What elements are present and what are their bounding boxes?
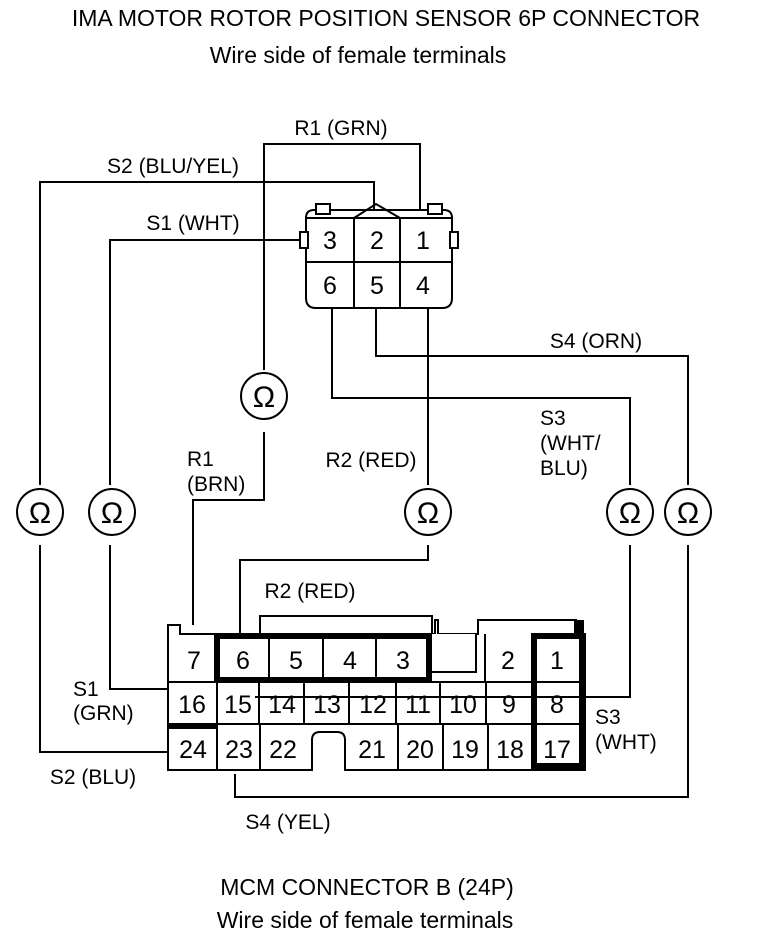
ohmmeter-r2-icon: Ω — [404, 488, 452, 536]
svg-text:Ω: Ω — [417, 497, 439, 530]
mcm-pin-24: 24 — [179, 736, 207, 764]
top-connector-subtitle: Wire side of female terminals — [210, 42, 507, 68]
mcm-pin-22: 22 — [269, 736, 297, 764]
mcm-pin-17: 17 — [543, 736, 571, 764]
mcm-pin-21: 21 — [358, 736, 386, 764]
sensor-pin-6: 6 — [323, 272, 337, 300]
label-s3-wht-blu-line1: S3 — [540, 407, 566, 430]
mcm-pin-6: 6 — [236, 647, 250, 675]
svg-text:Ω: Ω — [29, 497, 51, 530]
mcm-pin-9: 9 — [502, 691, 516, 719]
ohmmeter-s2-icon: Ω — [16, 488, 64, 536]
wire-r2-red-low — [239, 545, 429, 638]
label-s1-wht: S1 (WHT) — [146, 212, 239, 235]
svg-text:Ω: Ω — [253, 381, 275, 414]
bottom-connector-subtitle: Wire side of female terminals — [217, 907, 514, 933]
svg-text:Ω: Ω — [677, 497, 699, 530]
mcm-pin-14: 14 — [268, 691, 296, 719]
mcm-pin-23: 23 — [225, 736, 253, 764]
mcm-pin-4: 4 — [343, 647, 357, 675]
sensor-pin-3: 3 — [323, 227, 337, 255]
label-r2-red-bottom: R2 (RED) — [264, 580, 355, 603]
sensor-6p-connector: 3 2 1 6 5 4 — [299, 202, 459, 309]
label-s1-grn-line1: S1 — [73, 678, 99, 701]
mcm-pin-13: 13 — [313, 691, 341, 719]
sensor-pin-1: 1 — [416, 227, 430, 255]
mcm-pin-5: 5 — [289, 647, 303, 675]
mcm-pin-2: 2 — [501, 647, 515, 675]
wire-s4-yel — [234, 545, 689, 798]
wire-s1-wht — [109, 239, 300, 485]
label-s3-wht-blu-line2: (WHT/ — [540, 432, 601, 455]
wire-s2-blu-yel — [39, 181, 375, 485]
mcm-pin-1: 1 — [550, 647, 564, 675]
ohmmeter-s4-icon: Ω — [664, 488, 712, 536]
mcm-pin-11: 11 — [405, 691, 431, 719]
wire-s1-grn — [109, 545, 175, 690]
label-r1-brn-line1: R1 — [187, 448, 214, 471]
label-s3-wht-line2: (WHT) — [595, 731, 657, 754]
sensor-pin-2: 2 — [370, 227, 384, 255]
mcm-pin-16: 16 — [178, 691, 206, 719]
sensor-pin-5: 5 — [370, 272, 384, 300]
wire-s4-orn — [375, 300, 689, 485]
wire-s2-blu — [39, 545, 175, 753]
label-s3-wht-line1: S3 — [595, 706, 621, 729]
mcm-pin-20: 20 — [406, 736, 434, 764]
label-r1-grn: R1 (GRN) — [294, 117, 387, 140]
mcm-pin-12: 12 — [359, 691, 387, 719]
mcm-24p-connector: 7 6 5 4 3 2 1 16 15 14 13 12 11 10 9 8 2… — [167, 615, 586, 771]
label-s2-blu-yel: S2 (BLU/YEL) — [107, 155, 239, 178]
top-connector-title: IMA MOTOR ROTOR POSITION SENSOR 6P CONNE… — [72, 5, 700, 31]
wire-r1-brn — [192, 432, 265, 625]
sensor-pin-4: 4 — [416, 272, 430, 300]
wire-s3-wht-blu — [331, 300, 631, 485]
label-s4-yel: S4 (YEL) — [245, 811, 330, 834]
bottom-connector-title: MCM CONNECTOR B (24P) — [220, 874, 514, 900]
wire-labels: R1 (GRN) S2 (BLU/YEL) S1 (WHT) S4 (ORN) … — [50, 117, 657, 834]
svg-text:Ω: Ω — [619, 497, 641, 530]
ohmmeters: Ω Ω Ω Ω Ω Ω — [16, 372, 712, 536]
mcm-pin-7: 7 — [187, 647, 201, 675]
mcm-pin-15: 15 — [224, 691, 252, 719]
label-s3-wht-blu-line3: BLU) — [540, 457, 588, 480]
wire-r1-grn — [263, 143, 421, 370]
mcm-pin-19: 19 — [451, 736, 479, 764]
mcm-pin-18: 18 — [496, 736, 524, 764]
ohmmeter-r1-icon: Ω — [240, 372, 288, 420]
mcm-pin-3: 3 — [396, 647, 410, 675]
svg-text:Ω: Ω — [101, 497, 123, 530]
ohmmeter-s3-icon: Ω — [606, 488, 654, 536]
mcm-pin-10: 10 — [449, 691, 477, 719]
label-r2-red-top: R2 (RED) — [325, 449, 416, 472]
ohmmeter-s1-icon: Ω — [88, 488, 136, 536]
label-s2-blu: S2 (BLU) — [50, 766, 136, 789]
mcm-pin-8: 8 — [550, 691, 564, 719]
label-s4-orn: S4 (ORN) — [550, 330, 642, 353]
label-r1-brn-line2: (BRN) — [187, 473, 245, 496]
label-s1-grn-line2: (GRN) — [73, 702, 134, 725]
